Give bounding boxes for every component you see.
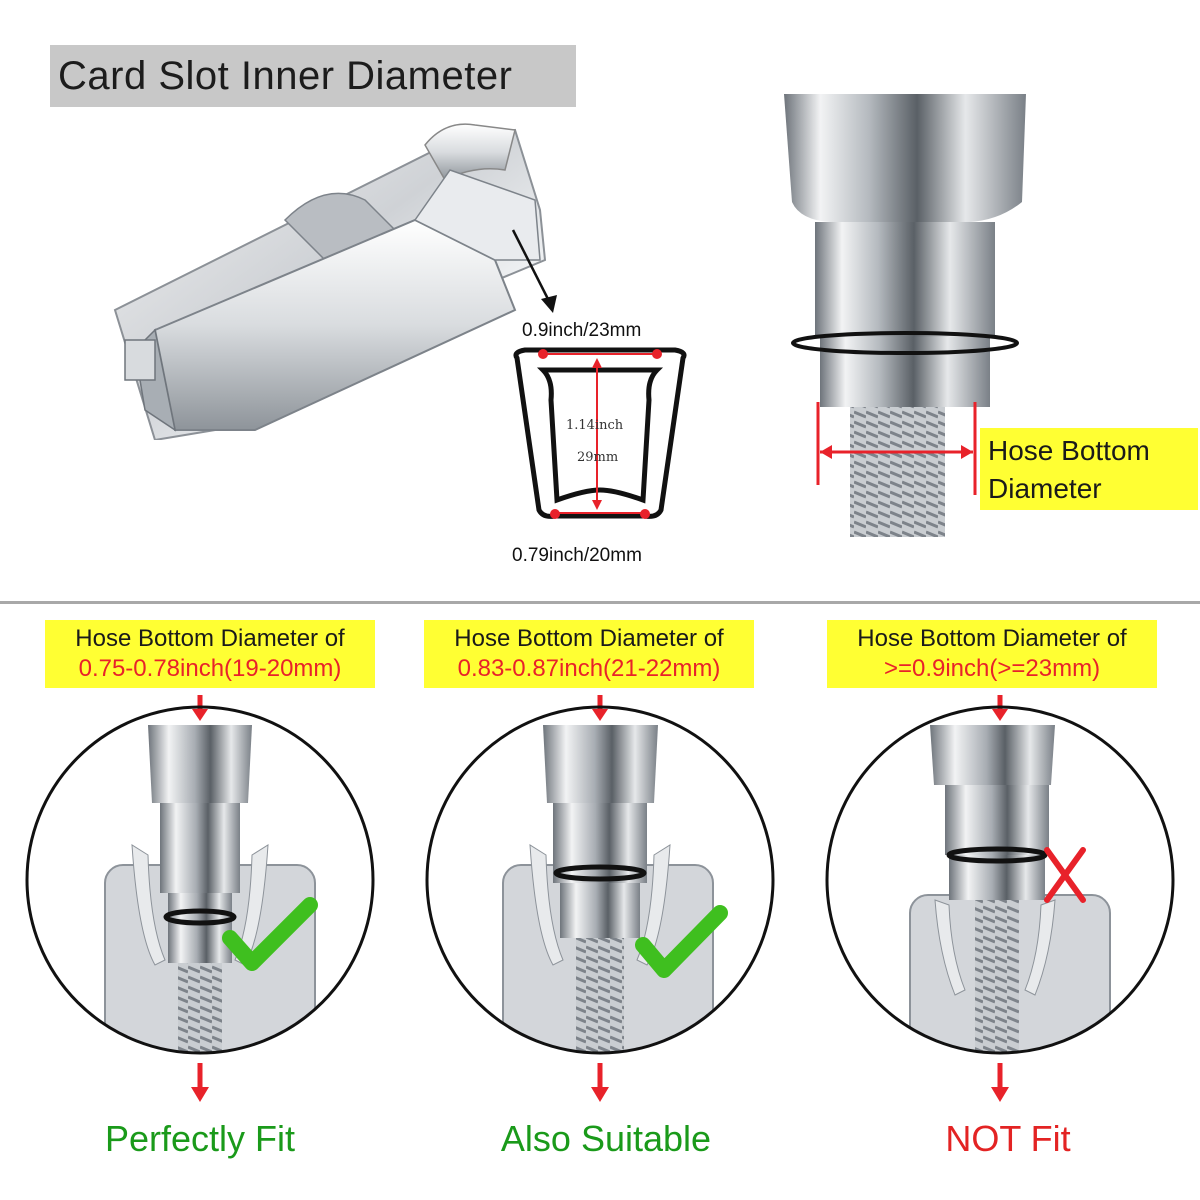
case3-range: >=0.9inch(>=23mm) <box>883 655 1101 682</box>
slot-bottom-width-label: 0.79inch/20mm <box>512 545 642 566</box>
case1-heading: Hose Bottom Diameter of <box>75 625 345 652</box>
clip-holder-illustration <box>113 123 547 440</box>
section-title-text: Card Slot Inner Diameter <box>58 53 513 98</box>
slot-top-width-label: 0.9inch/23mm <box>522 320 642 341</box>
hose-bottom-diameter-label: Hose Bottom Diameter <box>980 428 1198 510</box>
case3-verdict: NOT Fit <box>945 1118 1071 1159</box>
case2-range: 0.83-0.87inch(21-22mm) <box>457 655 721 682</box>
hose-label-line2: Diameter <box>988 473 1102 504</box>
case3-spec-box: Hose Bottom Diameter of >=0.9inch(>=23mm… <box>827 620 1157 688</box>
check-icon <box>222 897 318 971</box>
pointer-arrow <box>511 229 557 313</box>
hose-label-line1: Hose Bottom <box>988 435 1150 466</box>
case1-spec-box: Hose Bottom Diameter of 0.75-0.78inch(19… <box>45 620 375 688</box>
cross-icon <box>1044 847 1086 903</box>
case1-range: 0.75-0.78inch(19-20mm) <box>78 655 342 682</box>
case1-verdict: Perfectly Fit <box>104 1118 296 1159</box>
section-divider <box>0 601 1200 604</box>
case2-verdict: Also Suitable <box>500 1118 712 1159</box>
slot-cross-section-diagram <box>513 347 687 519</box>
check-icon <box>635 905 728 978</box>
case1-fit-illustration <box>25 695 375 1102</box>
section-title: Card Slot Inner Diameter <box>50 45 576 107</box>
slot-height-inch-label: 1.14inch <box>566 418 624 433</box>
slot-height-mm-label: 29mm <box>577 450 619 465</box>
case2-spec-box: Hose Bottom Diameter of 0.83-0.87inch(21… <box>424 620 754 688</box>
hose-closeup-illustration <box>784 94 1026 537</box>
case3-fit-illustration <box>825 695 1175 1102</box>
case3-heading: Hose Bottom Diameter of <box>857 625 1127 652</box>
case2-fit-illustration <box>425 695 775 1102</box>
case2-heading: Hose Bottom Diameter of <box>454 625 724 652</box>
